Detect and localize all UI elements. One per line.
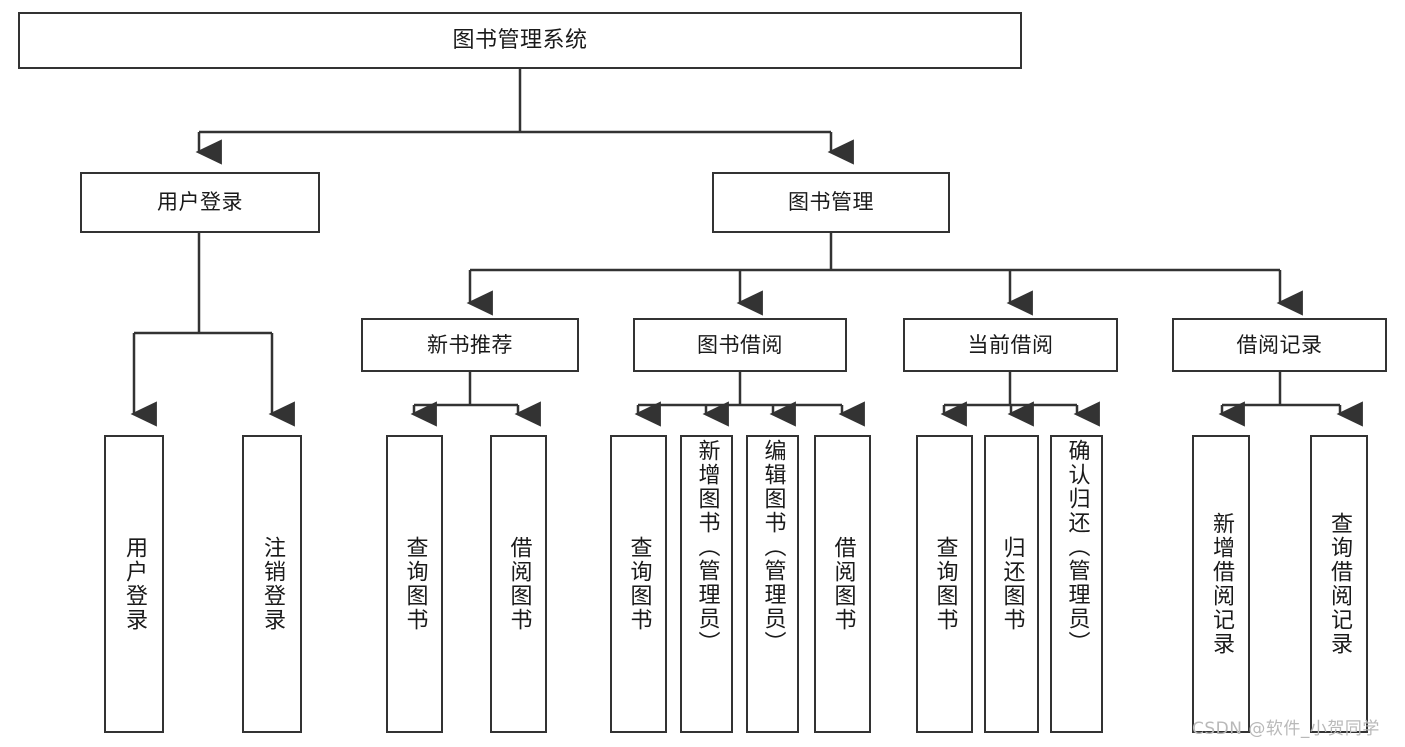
node-label: 图书管理 — [788, 190, 874, 215]
leaf-borrow-record-add[interactable]: 新增借阅记录 — [1192, 435, 1250, 733]
node-new-book-recommend[interactable]: 新书推荐 — [361, 318, 579, 372]
node-label: 当前借阅 — [967, 332, 1054, 357]
node-label: 查询图书 — [402, 536, 428, 632]
leaf-current-borrow-confirm-admin[interactable]: 确认归还（管理员） — [1050, 435, 1103, 733]
node-label: 查询图书 — [626, 536, 652, 632]
node-label: 查询借阅记录 — [1327, 512, 1352, 656]
leaf-book-borrow-borrow[interactable]: 借阅图书 — [814, 435, 871, 733]
csdn-watermark: CSDN @软件_小贺同学 — [1192, 719, 1380, 739]
node-current-borrow[interactable]: 当前借阅 — [903, 318, 1118, 372]
node-book-borrow[interactable]: 图书借阅 — [633, 318, 847, 372]
node-label: 用户登录 — [122, 536, 147, 632]
node-label: 编辑图书（管理员） — [760, 439, 786, 655]
leaf-current-borrow-return[interactable]: 归还图书 — [984, 435, 1039, 733]
leaf-book-borrow-edit-admin[interactable]: 编辑图书（管理员） — [746, 435, 799, 733]
node-label: 确认归还（管理员） — [1064, 439, 1090, 655]
leaf-user-login-login[interactable]: 用户登录 — [104, 435, 164, 733]
node-borrow-record[interactable]: 借阅记录 — [1172, 318, 1387, 372]
node-label: 查询图书 — [932, 536, 958, 632]
leaf-current-borrow-query[interactable]: 查询图书 — [916, 435, 973, 733]
leaf-book-borrow-query[interactable]: 查询图书 — [610, 435, 667, 733]
leaf-borrow-record-query[interactable]: 查询借阅记录 — [1310, 435, 1368, 733]
node-label: 注销登录 — [260, 536, 285, 632]
node-root-system[interactable]: 图书管理系统 — [18, 12, 1022, 69]
node-label: 新书推荐 — [427, 332, 513, 357]
node-label: 借阅图书 — [830, 536, 856, 632]
node-label: 新增图书（管理员） — [694, 439, 720, 655]
node-label: 图书管理系统 — [452, 27, 588, 53]
node-book-management[interactable]: 图书管理 — [712, 172, 950, 233]
leaf-new-book-query[interactable]: 查询图书 — [386, 435, 443, 733]
node-user-login[interactable]: 用户登录 — [80, 172, 320, 233]
leaf-new-book-borrow[interactable]: 借阅图书 — [490, 435, 547, 733]
node-label: 借阅图书 — [506, 536, 532, 632]
node-label: 用户登录 — [157, 190, 243, 215]
node-label: 图书借阅 — [697, 332, 783, 357]
node-label: 归还图书 — [999, 536, 1025, 632]
leaf-book-borrow-add-admin[interactable]: 新增图书（管理员） — [680, 435, 733, 733]
node-label: 新增借阅记录 — [1209, 512, 1234, 656]
leaf-user-login-logout[interactable]: 注销登录 — [242, 435, 302, 733]
node-label: 借阅记录 — [1236, 332, 1323, 357]
